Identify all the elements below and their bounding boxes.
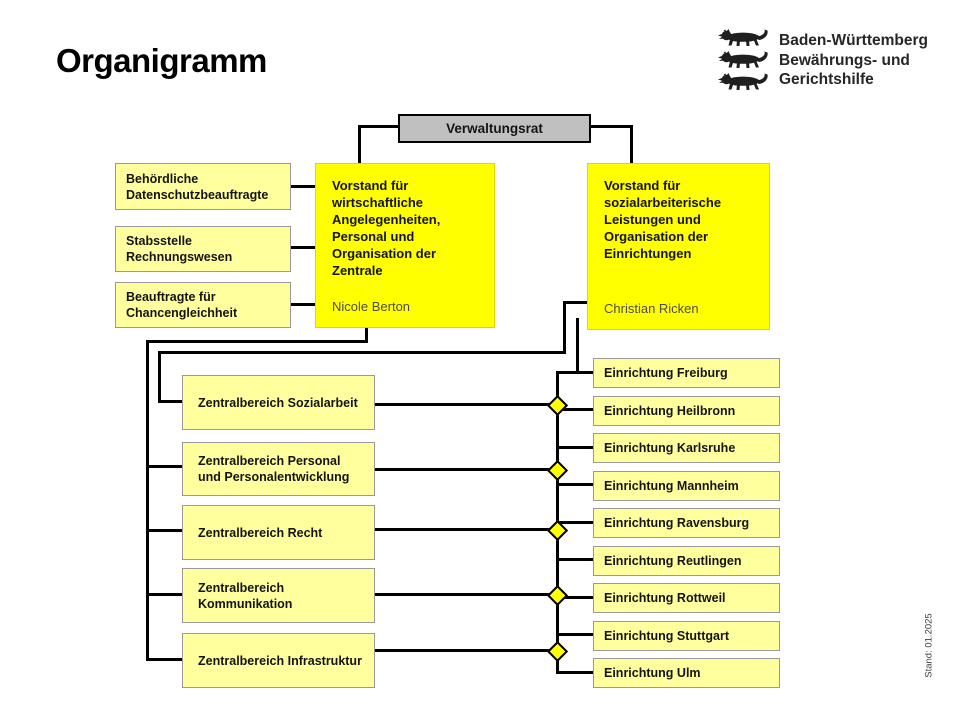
matrix-diamond-connector: [546, 640, 569, 663]
verwaltungsrat-label: Verwaltungsrat: [446, 120, 543, 136]
vorstand-sozialarbeit-box: Vorstand für sozialarbeiterische Leistun…: [587, 163, 770, 330]
zentralbereich-label: Zentralbereich Infrastruktur: [198, 653, 362, 668]
staff-unit-rechnungswesen: Stabsstelle Rechnungswesen: [115, 226, 291, 272]
connector-line: [556, 596, 594, 599]
einrichtung-label: Einrichtung Freiburg: [604, 366, 728, 380]
vorstand-sozialarbeit-title: Vorstand für sozialarbeiterische Leistun…: [604, 178, 722, 261]
vorstand-wirtschaft-box: Vorstand für wirtschaftliche Angelegenhe…: [315, 163, 495, 328]
einrichtung-reutlingen-box: Einrichtung Reutlingen: [593, 546, 780, 576]
matrix-diamond-connector: [546, 459, 569, 482]
connector-line: [358, 125, 400, 128]
connector-line: [375, 528, 557, 531]
connector-line: [158, 400, 184, 403]
connector-line: [556, 483, 594, 486]
connector-line: [563, 301, 589, 304]
connector-line: [288, 185, 317, 188]
connector-line: [556, 633, 594, 636]
einrichtung-label: Einrichtung Mannheim: [604, 479, 739, 493]
logo-line-2: Bewährungs- und: [779, 51, 910, 69]
connector-line: [146, 593, 184, 596]
zentralbereich-label: Zentralbereich Kommunikation: [198, 580, 293, 611]
vorstand-sozialarbeit-name: Christian Ricken: [604, 301, 699, 316]
connector-line: [375, 593, 557, 596]
zentralbereich-sozialarbeit-box: Zentralbereich Sozialarbeit: [182, 375, 375, 430]
connector-line: [158, 351, 566, 354]
logo-line-1: Baden-Württemberg: [779, 32, 928, 49]
connector-line: [576, 318, 579, 374]
einrichtung-label: Einrichtung Reutlingen: [604, 554, 742, 568]
connector-line: [556, 446, 594, 449]
connector-line: [556, 558, 594, 561]
connector-line: [358, 125, 361, 165]
einrichtung-label: Einrichtung Stuttgart: [604, 629, 729, 643]
staff-unit-datenschutz: Behördliche Datenschutzbeauftragte: [115, 163, 291, 210]
einrichtung-stuttgart-box: Einrichtung Stuttgart: [593, 621, 780, 651]
einrichtung-rottweil-box: Einrichtung Rottweil: [593, 583, 780, 613]
connector-line: [288, 303, 317, 306]
zentralbereich-infrastruktur-box: Zentralbereich Infrastruktur: [182, 633, 375, 688]
connector-line: [146, 340, 149, 661]
einrichtung-label: Einrichtung Ulm: [604, 666, 701, 680]
connector-line: [146, 529, 184, 532]
staff-unit-chancengleichheit: Beauftragte für Chancengleichheit: [115, 282, 291, 328]
zentralbereich-kommunikation-box: Zentralbereich Kommunikation: [182, 568, 375, 623]
vorstand-wirtschaft-name: Nicole Berton: [332, 299, 411, 314]
bw-logo: Baden-Württemberg Bewährungs- und Gerich…: [718, 28, 928, 92]
connector-line: [146, 340, 368, 343]
zentralbereich-personal-box: Zentralbereich Personal und Personalentw…: [182, 442, 375, 496]
connector-line: [589, 125, 633, 128]
matrix-diamond-connector: [546, 394, 569, 417]
connector-line: [556, 371, 594, 374]
connector-line: [146, 465, 184, 468]
einrichtung-label: Einrichtung Ravensburg: [604, 516, 750, 530]
staff-unit-label: Beauftragte für Chancengleichheit: [126, 290, 238, 320]
connector-line: [630, 125, 633, 165]
staff-unit-label: Behördliche Datenschutzbeauftragte: [126, 171, 269, 202]
einrichtung-karlsruhe-box: Einrichtung Karlsruhe: [593, 433, 780, 463]
zentralbereich-recht-box: Zentralbereich Recht: [182, 505, 375, 560]
connector-line: [288, 246, 317, 249]
zentralbereich-label: Zentralbereich Sozialarbeit: [198, 395, 358, 410]
version-note: Stand: 01.2025: [923, 613, 935, 678]
page-title: Organigramm: [56, 42, 267, 79]
connector-line: [365, 326, 368, 343]
einrichtung-freiburg-box: Einrichtung Freiburg: [593, 358, 780, 388]
einrichtung-label: Einrichtung Heilbronn: [604, 404, 736, 418]
einrichtung-heilbronn-box: Einrichtung Heilbronn: [593, 396, 780, 426]
verwaltungsrat-box: Verwaltungsrat: [398, 114, 591, 143]
vorstand-wirtschaft-title: Vorstand für wirtschaftliche Angelegenhe…: [332, 178, 441, 278]
zentralbereich-label: Zentralbereich Recht: [198, 525, 323, 540]
bw-three-lions-icon: [718, 29, 768, 90]
connector-line: [556, 521, 594, 524]
staff-unit-label: Stabsstelle Rechnungswesen: [126, 234, 233, 264]
zentralbereich-label: Zentralbereich Personal und Personalentw…: [198, 454, 350, 484]
matrix-diamond-connector: [546, 584, 569, 607]
einrichtung-label: Einrichtung Karlsruhe: [604, 441, 736, 455]
einrichtung-ravensburg-box: Einrichtung Ravensburg: [593, 508, 780, 538]
connector-line: [563, 301, 566, 354]
connector-line: [146, 658, 184, 661]
logo-line-3: Gerichtshilfe: [779, 71, 874, 88]
connector-line: [556, 671, 594, 674]
einrichtung-label: Einrichtung Rottweil: [604, 591, 726, 605]
connector-line: [158, 351, 161, 403]
einrichtung-ulm-box: Einrichtung Ulm: [593, 658, 780, 688]
logo-wordmark: Baden-Württemberg Bewährungs- und Gerich…: [779, 28, 928, 92]
connector-line: [375, 649, 557, 652]
connector-line: [375, 403, 557, 406]
einrichtung-mannheim-box: Einrichtung Mannheim: [593, 471, 780, 501]
connector-line: [556, 408, 594, 411]
connector-line: [375, 468, 557, 471]
